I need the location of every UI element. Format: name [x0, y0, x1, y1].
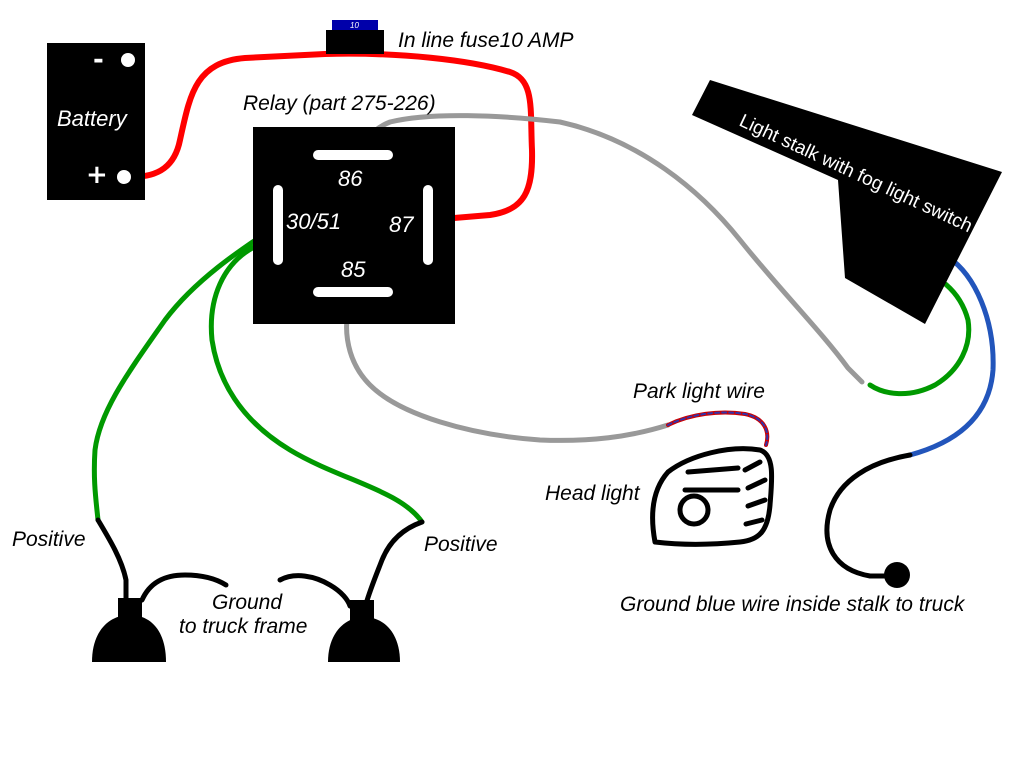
relay-86-to-stalk-grey-wire — [353, 113, 865, 385]
relay-pin-86-label: 86 — [338, 166, 363, 191]
relay-pin-85-label: 85 — [341, 257, 366, 282]
park-light-wire-red — [666, 410, 770, 447]
right-positive-label: Positive — [424, 533, 498, 556]
relay-pin-87 — [423, 185, 433, 265]
left-fog-positive-black-wire — [95, 517, 129, 603]
relay-pin-30 — [273, 185, 283, 265]
left-fog-ground-black-wire — [139, 572, 229, 603]
ground-note: Ground blue wire inside stalk to truck — [620, 593, 966, 616]
fuse-label: In line fuse10 AMP — [398, 29, 574, 52]
relay-85-to-park-light-grey-wire — [344, 289, 671, 443]
ground-label-line2: to truck frame — [179, 615, 307, 638]
ground-terminal-icon — [884, 562, 910, 588]
fuse-rating-badge — [332, 20, 378, 30]
head-light — [650, 446, 775, 547]
right-fog-light — [328, 600, 400, 662]
head-light-label: Head light — [545, 482, 641, 505]
fuse-rating-text: 10 — [350, 21, 359, 30]
battery-positive-symbol: + — [86, 160, 108, 190]
left-fog-light — [92, 598, 166, 662]
relay-30-to-right-fog-green-wire — [208, 242, 425, 525]
relay: 86 87 85 30/51 — [253, 127, 455, 324]
battery: - + Battery — [47, 43, 145, 200]
stalk-to-relay-green-wire — [867, 269, 972, 397]
right-fog-ground-black-wire — [277, 573, 353, 609]
light-stalk: Light stalk with fog light switch — [692, 80, 1002, 324]
relay-pin-30-label: 30/51 — [286, 209, 341, 234]
left-positive-label: Positive — [12, 528, 86, 551]
ground-black-wire — [824, 452, 913, 579]
park-light-wire-label: Park light wire — [633, 380, 765, 403]
right-fog-positive-black-wire — [363, 519, 425, 607]
battery-label: Battery — [57, 106, 129, 131]
relay-30-to-left-fog-green-wire — [91, 224, 278, 523]
inline-fuse: 10 — [326, 20, 384, 54]
battery-to-relay-red-wire — [125, 50, 536, 223]
battery-negative-symbol: - — [93, 45, 104, 75]
battery-positive-terminal — [117, 170, 131, 184]
park-light-wire-blue — [667, 411, 769, 446]
relay-pin-85 — [313, 287, 393, 297]
stalk-ground-blue-wire — [907, 254, 996, 458]
relay-pin-87-label: 87 — [389, 212, 414, 237]
relay-label: Relay (part 275-226) — [243, 92, 436, 115]
battery-negative-terminal — [121, 53, 135, 67]
ground-label-line1: Ground — [212, 591, 283, 614]
relay-pin-86 — [313, 150, 393, 160]
